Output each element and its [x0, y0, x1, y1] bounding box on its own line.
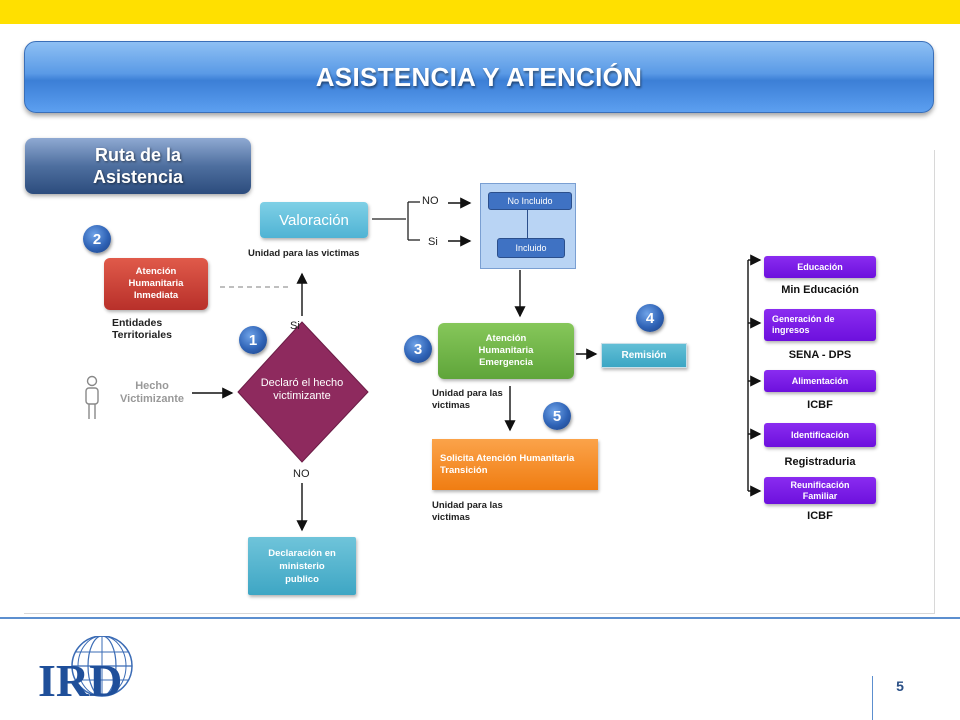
reunificacion-label: Reunificación Familiar [790, 479, 850, 501]
page-number: 5 [896, 678, 904, 694]
ird-logo: IRD [36, 635, 146, 706]
educacion-box: Educación [764, 256, 876, 278]
si-top-label: Si [428, 236, 438, 248]
incluido-box: Incluido [497, 238, 565, 258]
remision-box: Remisión [601, 343, 687, 368]
atencion-inmediata-label: Atención Humanitaria Inmediata [128, 266, 184, 301]
step-5-badge: 5 [543, 402, 571, 430]
atencion-emergencia-label: Atención Humanitaria Emergencia [478, 333, 534, 368]
si-left-label: Si [290, 320, 300, 332]
reunificacion-org: ICBF [807, 510, 833, 522]
no-bottom-label: NO [293, 468, 310, 480]
incluido-label: Incluido [515, 243, 547, 253]
unidad-emergencia-label: Unidad para las victimas [432, 388, 503, 411]
logo-text: IRD [38, 655, 122, 702]
educacion-org: Min Educación [781, 284, 859, 296]
valoracion-label: Valoración [279, 211, 349, 229]
title-banner: ASISTENCIA Y ATENCIÓN [24, 41, 934, 113]
unidad-transicion-label: Unidad para las victimas [432, 500, 503, 523]
step-3-badge: 3 [404, 335, 432, 363]
alimentacion-label: Alimentación [791, 375, 849, 386]
step-4-badge: 4 [636, 304, 664, 332]
top-accent-bar [0, 0, 960, 24]
declaro-label: Declaró el hecho victimizante [260, 377, 344, 402]
hecho-label: Hecho Victimizante [120, 380, 184, 405]
person-icon [85, 375, 99, 419]
atencion-emergencia-box: Atención Humanitaria Emergencia [438, 323, 574, 379]
generacion-ingresos-label: Generación de ingresos [772, 314, 835, 335]
declaracion-ministerio-label: Declaración en ministerio publico [268, 547, 336, 585]
atencion-inmediata-box: Atención Humanitaria Inmediata [104, 258, 208, 310]
no-top-label: NO [422, 195, 439, 207]
reunificacion-box: Reunificación Familiar [764, 477, 876, 504]
footer-line [0, 617, 960, 619]
no-incluido-box: No Incluido [488, 192, 572, 210]
identificacion-box: Identificación [764, 423, 876, 447]
identificacion-org: Registraduria [784, 456, 856, 468]
unidad-valoracion-label: Unidad para las victimas [248, 248, 360, 259]
valoracion-box: Valoración [260, 202, 368, 238]
generacion-ingresos-box: Generación de ingresos [764, 309, 876, 341]
declaro-box: Declaró el hecho victimizante [258, 362, 346, 418]
solicita-transicion-box: Solicita Atención Humanitaria Transición [432, 439, 598, 490]
solicita-transicion-label: Solicita Atención Humanitaria Transición [440, 452, 575, 476]
entidades-label: Entidades Territoriales [112, 317, 172, 341]
route-badge: Ruta de la Asistencia [25, 138, 251, 194]
identificacion-label: Identificación [790, 429, 849, 440]
no-incluido-label: No Incluido [507, 196, 553, 206]
step-1-badge: 1 [239, 326, 267, 354]
educacion-label: Educación [797, 261, 843, 272]
remision-label: Remisión [621, 350, 667, 361]
route-badge-text: Ruta de la Asistencia [92, 145, 184, 187]
page-title: ASISTENCIA Y ATENCIÓN [315, 61, 643, 92]
declaracion-ministerio-box: Declaración en ministerio publico [248, 537, 356, 595]
alimentacion-box: Alimentación [764, 370, 876, 392]
diagram-frame [24, 150, 935, 614]
alimentacion-org: ICBF [807, 399, 833, 411]
step-2-badge: 2 [83, 225, 111, 253]
decision-diamond [237, 321, 369, 463]
generacion-ingresos-org: SENA - DPS [788, 349, 852, 361]
footer-divider [872, 676, 873, 720]
inclusion-connector [527, 210, 528, 238]
